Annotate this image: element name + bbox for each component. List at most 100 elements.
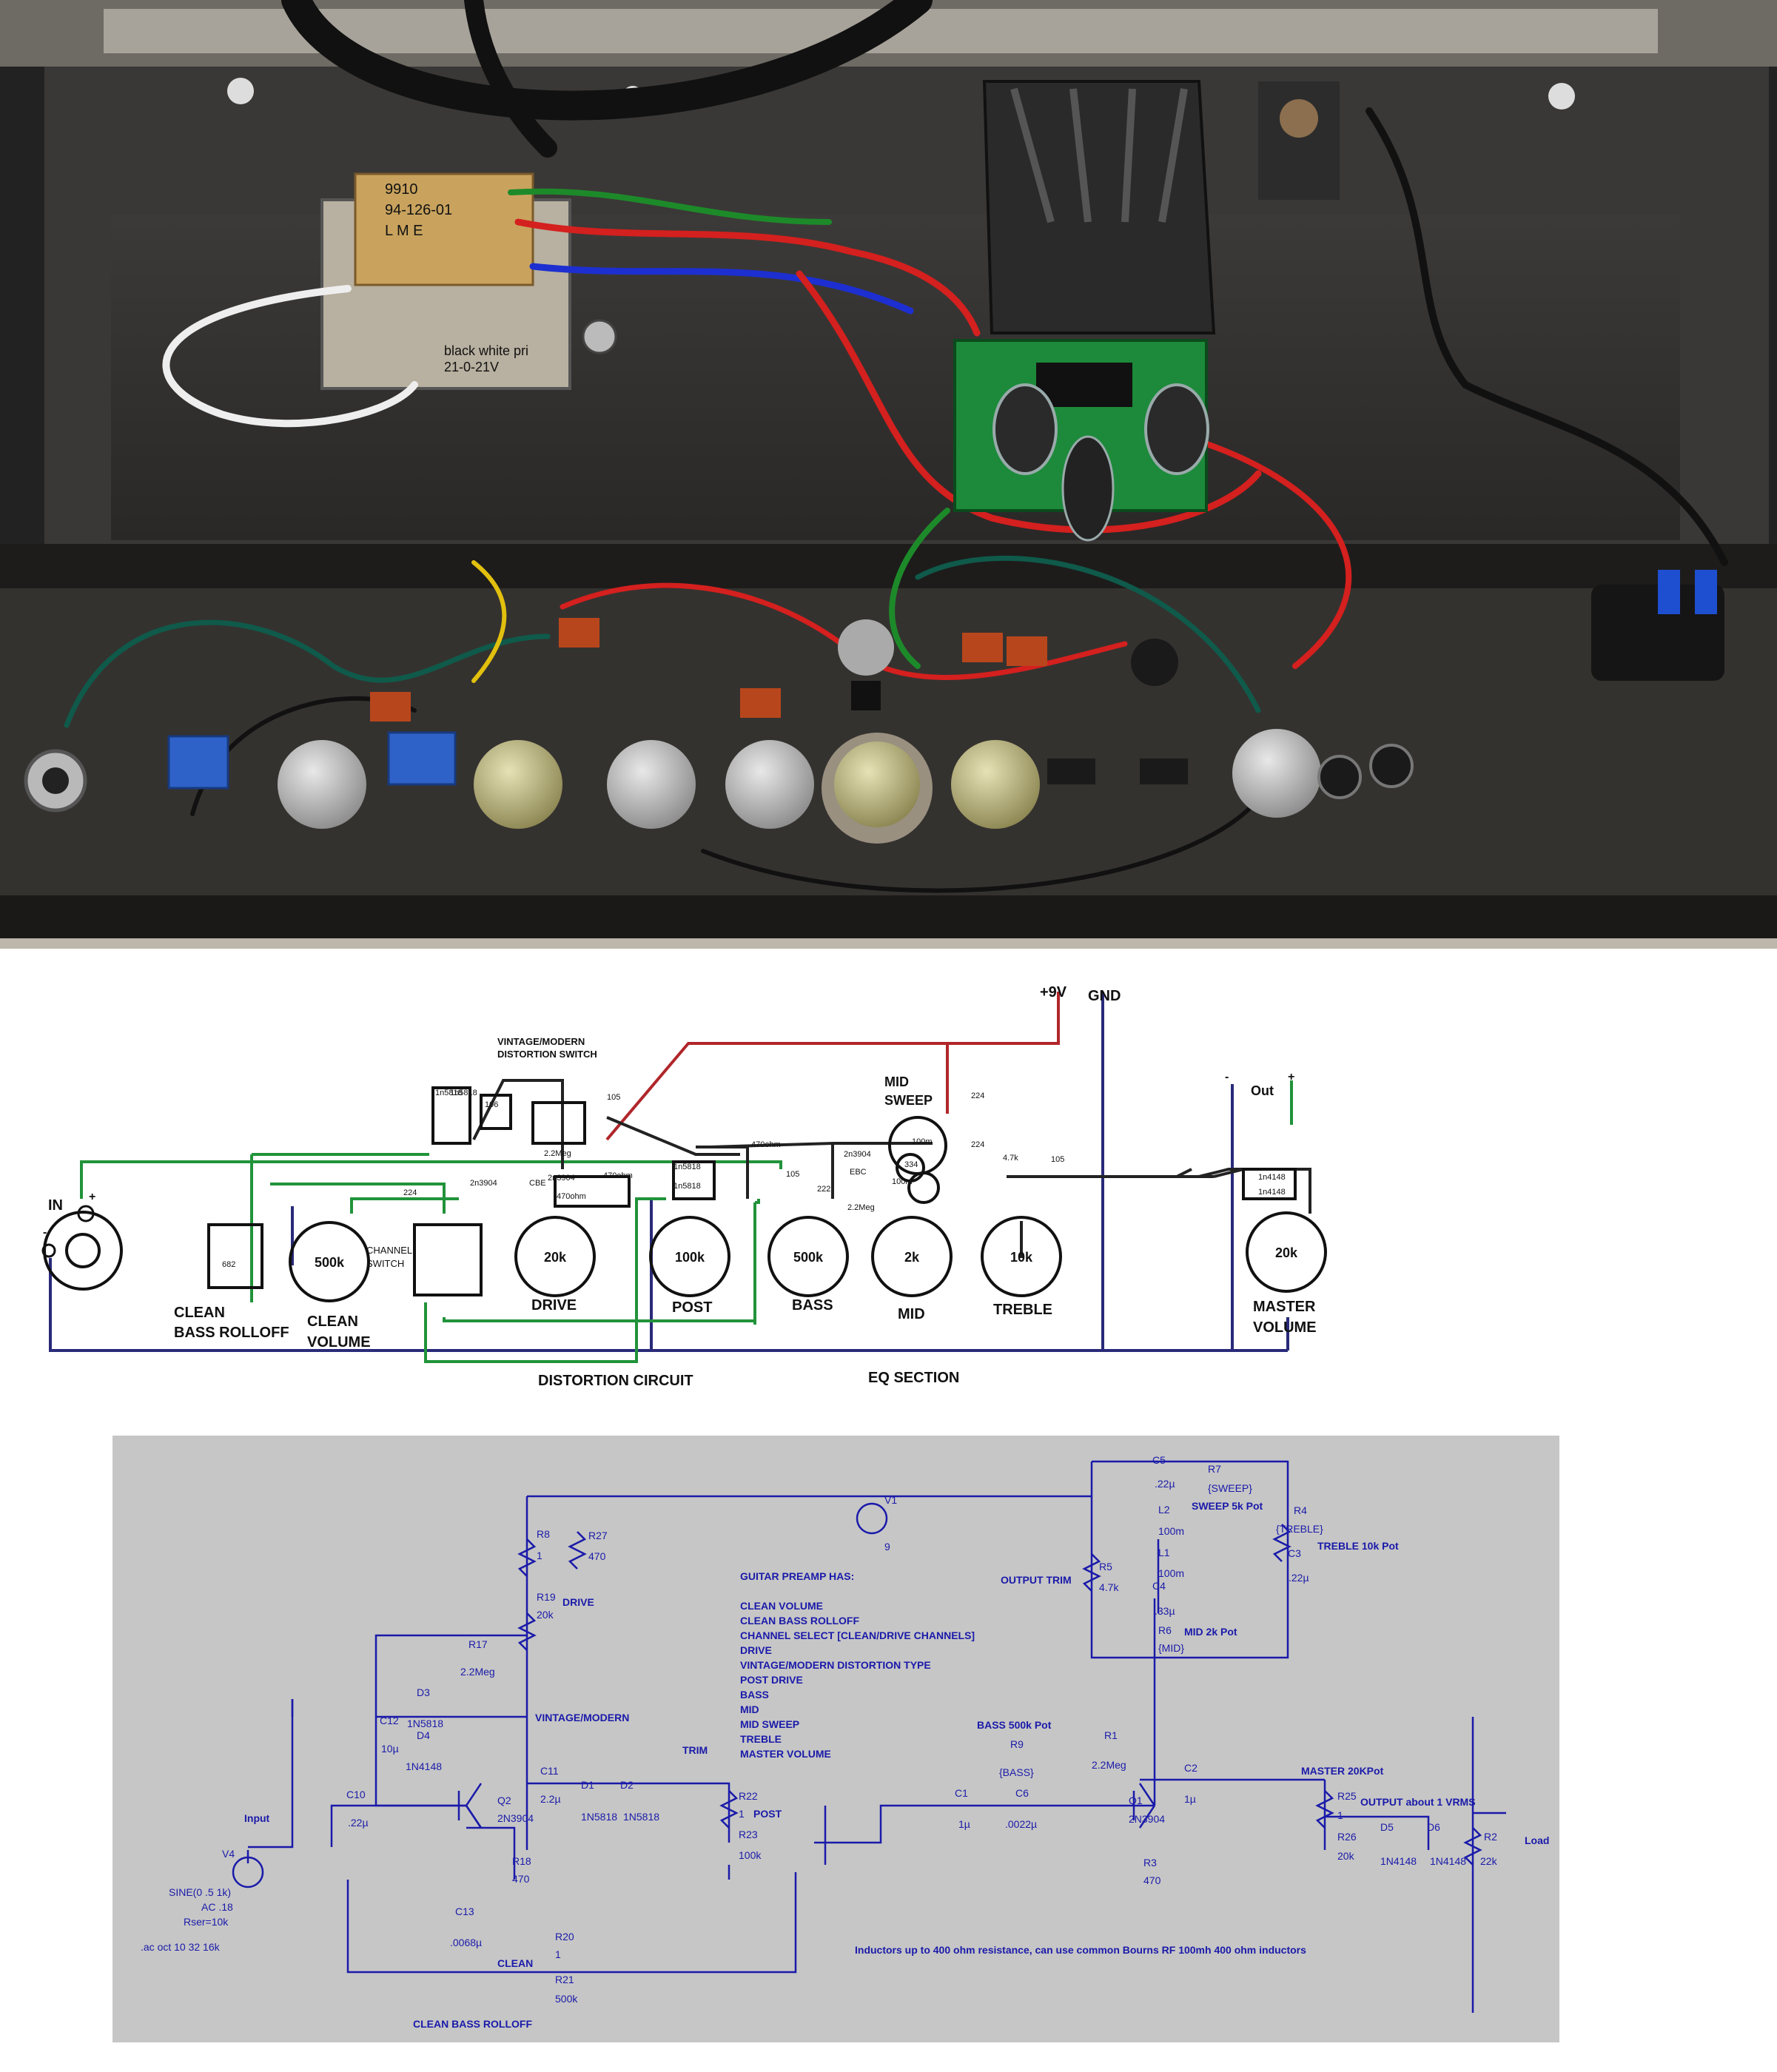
spice-note-2: CLEAN BASS ROLLOFF [740, 1615, 859, 1627]
spice-c3-value: .22µ [1289, 1572, 1309, 1584]
spice-c5-name: C5 [1152, 1454, 1166, 1466]
master-volume-pot [1246, 1211, 1327, 1293]
vm-switch-label-2: DISTORTION SWITCH [497, 1049, 597, 1060]
spice-r6-name: R6 [1158, 1624, 1172, 1636]
part-105a: 105 [607, 1093, 620, 1102]
spice-r8-name: R8 [537, 1528, 550, 1540]
vintage-modern-switch [531, 1101, 586, 1145]
transformer-text-1: 9910 [385, 181, 418, 198]
input-jack [43, 1211, 123, 1291]
spice-r26-value: 20k [1337, 1850, 1355, 1862]
spice-r6-value: {MID} [1158, 1642, 1184, 1654]
spice-d6-value: 1N4148 [1430, 1855, 1466, 1867]
spice-c11-value: 2.2µ [540, 1793, 561, 1805]
spice-c4-name: C4 [1152, 1580, 1166, 1592]
part-2-2meg-b: 2.2Meg [847, 1203, 875, 1212]
spice-drive-label: DRIVE [562, 1596, 594, 1608]
spice-d3-value: 1N5818 [407, 1718, 443, 1729]
spice-d3-name: D3 [417, 1686, 430, 1698]
spice-r4-name: R4 [1294, 1504, 1307, 1516]
spice-r2-value: 22k [1480, 1855, 1498, 1867]
spice-clean-label: CLEAN [497, 1957, 533, 1969]
clean-volume-pot-value: 500k [315, 1255, 345, 1270]
part-1n5818-d: 1n5818 [450, 1089, 477, 1097]
transformer-text-5: 21-0-21V [444, 360, 499, 374]
mid-pot [871, 1216, 953, 1297]
part-1n5818-c: 1n5818 [435, 1089, 463, 1097]
drive-pot-value: 20k [544, 1250, 567, 1265]
part-q-2n3904-c: 2n3904 [844, 1150, 871, 1159]
spice-c1-value: 1µ [958, 1818, 970, 1830]
drive-pot [514, 1216, 596, 1297]
power-cables [281, 0, 933, 158]
spice-c10-name: C10 [346, 1789, 366, 1800]
part-ebc: EBC [850, 1168, 867, 1177]
spice-c12-name: C12 [380, 1715, 399, 1726]
spice-l2-name: L2 [1158, 1504, 1170, 1516]
spice-note-11: MASTER VOLUME [740, 1748, 831, 1760]
spice-c1-name: C1 [955, 1787, 968, 1799]
spice-r27-name: R27 [588, 1530, 608, 1541]
supply-wire [605, 992, 1060, 1141]
schematic-symbols [232, 1502, 1482, 1888]
spice-r23-name: R23 [739, 1829, 758, 1840]
part-106: 106 [485, 1100, 498, 1109]
spice-mid-label: MID 2k Pot [1184, 1626, 1237, 1638]
part-1n4148-a: 1n4148 [1258, 1173, 1286, 1182]
clean-volume-pot [289, 1221, 370, 1302]
out-minus-label: - [1225, 1071, 1229, 1083]
post-label: POST [672, 1299, 712, 1316]
spice-note-6: POST DRIVE [740, 1674, 803, 1686]
spice-r21-name: R21 [555, 1974, 574, 1985]
amplifier-board [953, 80, 1216, 542]
part-cbe: CBE [529, 1179, 546, 1188]
clean-volume-label-1: CLEAN [307, 1314, 358, 1330]
spice-r4-value: {TREBLE} [1276, 1523, 1323, 1535]
bass-label: BASS [792, 1297, 833, 1314]
spice-d1-value: 1N5818 [581, 1811, 617, 1823]
spice-c10-value: .22µ [348, 1817, 369, 1829]
spice-v4-name: V4 [222, 1848, 235, 1860]
spice-d5-value: 1N4148 [1380, 1855, 1417, 1867]
spice-trim-label: TRIM [682, 1744, 708, 1756]
spice-input-label: Input [244, 1812, 270, 1824]
spice-c2-name: C2 [1184, 1762, 1197, 1774]
treble-label: TREBLE [993, 1302, 1052, 1318]
spice-note-10: TREBLE [740, 1733, 782, 1745]
mid-pot-value: 2k [904, 1250, 920, 1265]
spice-vintage-modern-label: VINTAGE/MODERN [535, 1712, 629, 1723]
spice-sweep-label: SWEEP 5k Pot [1192, 1500, 1263, 1512]
spice-r1-name: R1 [1104, 1729, 1118, 1741]
spice-d4-name: D4 [417, 1729, 430, 1741]
spice-note-3: CHANNEL SELECT [CLEAN/DRIVE CHANNELS] [740, 1629, 975, 1641]
part-2-2meg-a: 2.2Meg [544, 1149, 571, 1158]
input-label: IN [48, 1197, 63, 1214]
mid-sweep-label-1: MID [884, 1074, 909, 1089]
distortion-circuit-label: DISTORTION CIRCUIT [538, 1373, 693, 1389]
part-100m-a: 100m [912, 1137, 933, 1146]
spice-r18-value: 470 [512, 1873, 530, 1885]
spice-note-4: DRIVE [740, 1644, 772, 1656]
spice-r3-value: 470 [1143, 1874, 1161, 1886]
part-470ohm-b: 470ohm [557, 1192, 586, 1201]
clean-bass-rolloff-label-2: BASS ROLLOFF [174, 1325, 289, 1341]
drive-label: DRIVE [531, 1297, 577, 1314]
clean-bass-rolloff-label-1: CLEAN [174, 1305, 225, 1321]
part-1n5818-a: 1n5818 [673, 1163, 701, 1171]
spice-d1-name: D1 [581, 1779, 594, 1791]
spice-c12-value: 10µ [381, 1743, 399, 1755]
spice-c6-name: C6 [1015, 1787, 1029, 1799]
part-1n4148-b: 1n4148 [1258, 1188, 1286, 1197]
post-pot [649, 1216, 730, 1297]
out-label: Out [1251, 1083, 1274, 1098]
spice-c13-value: .0068µ [450, 1937, 482, 1948]
part-224a: 224 [403, 1188, 417, 1197]
wiring-labels: +9V GND IN + - - + Out VINTAGE/MODERN DI… [43, 984, 1317, 1389]
spice-output-trim-label: OUTPUT TRIM [1001, 1574, 1072, 1586]
spice-v1-value: 9 [884, 1541, 890, 1553]
spice-r20-name: R20 [555, 1931, 574, 1942]
spice-note-5: VINTAGE/MODERN DISTORTION TYPE [740, 1659, 931, 1671]
spice-l2-value: 100m [1158, 1525, 1184, 1537]
schematic-wires [246, 1460, 1506, 2013]
